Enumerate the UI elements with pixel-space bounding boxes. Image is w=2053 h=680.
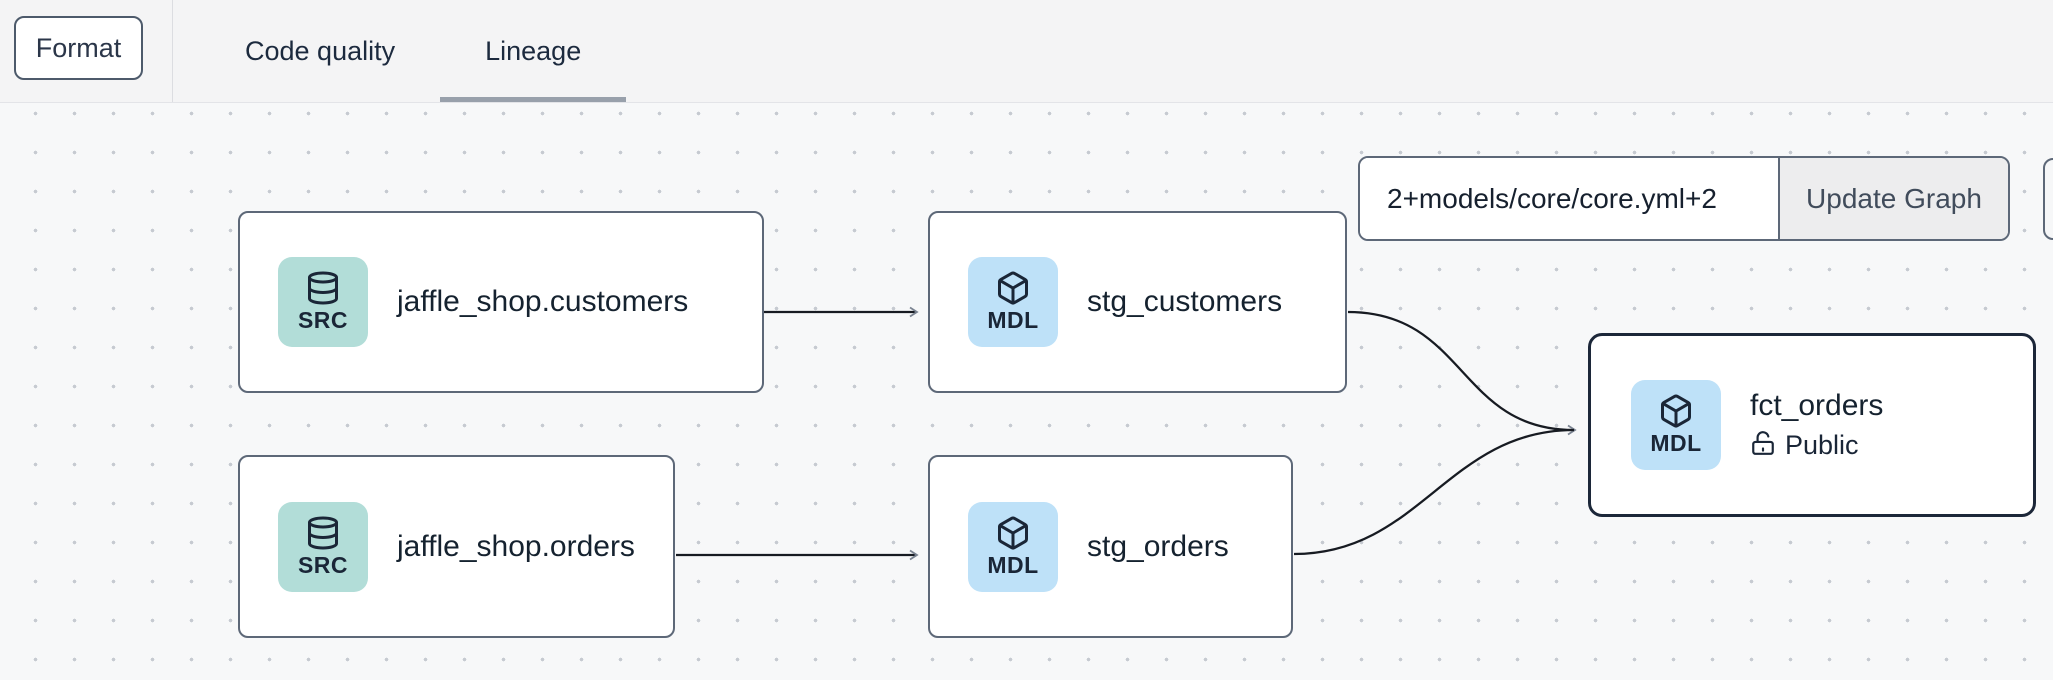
cube-icon [995, 270, 1031, 306]
update-graph-button[interactable]: Update Graph [1778, 158, 2008, 239]
access-level-label: Public [1785, 430, 1859, 460]
edge-stg-orders-to-fct-orders [1293, 428, 1575, 556]
node-model-fct-orders[interactable]: MDL fct_orders Public [1588, 333, 2036, 517]
model-badge: MDL [1631, 380, 1721, 470]
toolbar-divider [172, 0, 173, 102]
model-badge: MDL [968, 257, 1058, 347]
cube-icon [1658, 393, 1694, 429]
source-badge: SRC [278, 501, 368, 592]
format-button[interactable]: Format [14, 16, 143, 80]
unlock-icon [1750, 430, 1776, 461]
badge-label: MDL [987, 551, 1039, 578]
node-label: jaffle_shop.orders [397, 529, 635, 563]
partial-clipped-button[interactable] [2043, 158, 2053, 240]
node-label: jaffle_shop.customers [397, 285, 689, 318]
node-source-jaffle-shop-orders[interactable]: SRC jaffle_shop.orders [238, 455, 675, 638]
lineage-canvas[interactable]: SRC jaffle_shop.customers MDL stg_custom… [0, 103, 2053, 680]
lineage-selector: Update Graph [1358, 156, 2010, 241]
node-label: stg_orders [1087, 529, 1229, 563]
node-label: stg_customers [1087, 285, 1283, 318]
node-model-stg-orders[interactable]: MDL stg_orders [928, 455, 1293, 638]
edge-stg-customers-to-fct-orders [1347, 310, 1577, 436]
toolbar: Format Code quality Lineage [0, 0, 2053, 103]
badge-label: MDL [1650, 430, 1702, 456]
database-icon [305, 515, 341, 551]
database-icon [305, 270, 341, 306]
tab-code-quality[interactable]: Code quality [245, 35, 396, 66]
badge-label: MDL [987, 307, 1039, 333]
cube-icon [995, 515, 1031, 551]
badge-label: SRC [297, 307, 349, 333]
selector-input[interactable] [1360, 158, 1778, 239]
node-label: fct_orders [1750, 389, 1884, 422]
source-badge: SRC [278, 257, 368, 347]
node-source-jaffle-shop-customers[interactable]: SRC jaffle_shop.customers [238, 211, 764, 393]
model-badge: MDL [968, 501, 1058, 592]
tab-lineage[interactable]: Lineage [440, 0, 627, 102]
node-model-stg-customers[interactable]: MDL stg_customers [928, 211, 1347, 393]
badge-label: SRC [297, 551, 349, 578]
tab-bar: Code quality Lineage [200, 0, 627, 102]
